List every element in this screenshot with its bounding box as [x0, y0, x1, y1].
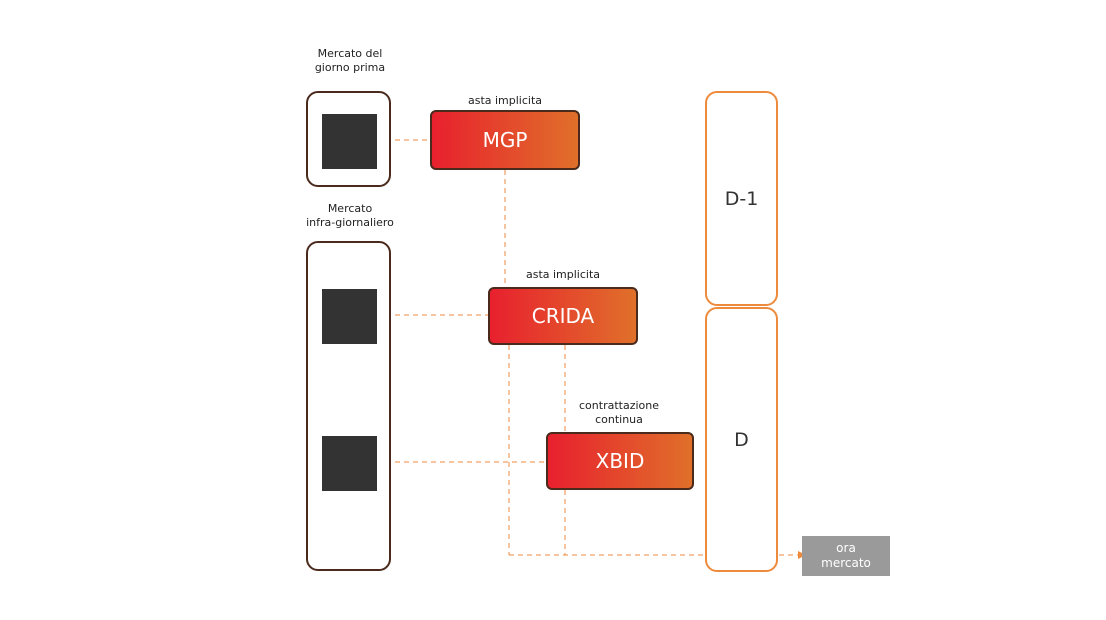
crida-auction-box: CRIDA — [488, 287, 638, 345]
intraday-market-box — [306, 241, 391, 571]
xbid-auction-box: XBID — [546, 432, 694, 490]
crida-mode-label: asta implicita — [525, 268, 601, 281]
ora-mercato-label: ora mercato — [802, 536, 890, 576]
mgp-market-box — [306, 91, 391, 187]
intraday-market-label: Mercato infra-giornaliero — [306, 202, 394, 229]
day-d: D — [705, 307, 778, 572]
xbid-mode-label: contrattazione continua — [579, 399, 659, 426]
crida-market-square — [322, 289, 377, 344]
mgp-auction-box: MGP — [430, 110, 580, 170]
xbid-market-square — [322, 436, 377, 491]
mgp-market-label: Mercato del giorno prima — [314, 47, 386, 74]
day-d-minus-1: D-1 — [705, 91, 778, 306]
mgp-mode-label: asta implicita — [467, 94, 543, 107]
mgp-market-square — [322, 114, 377, 169]
